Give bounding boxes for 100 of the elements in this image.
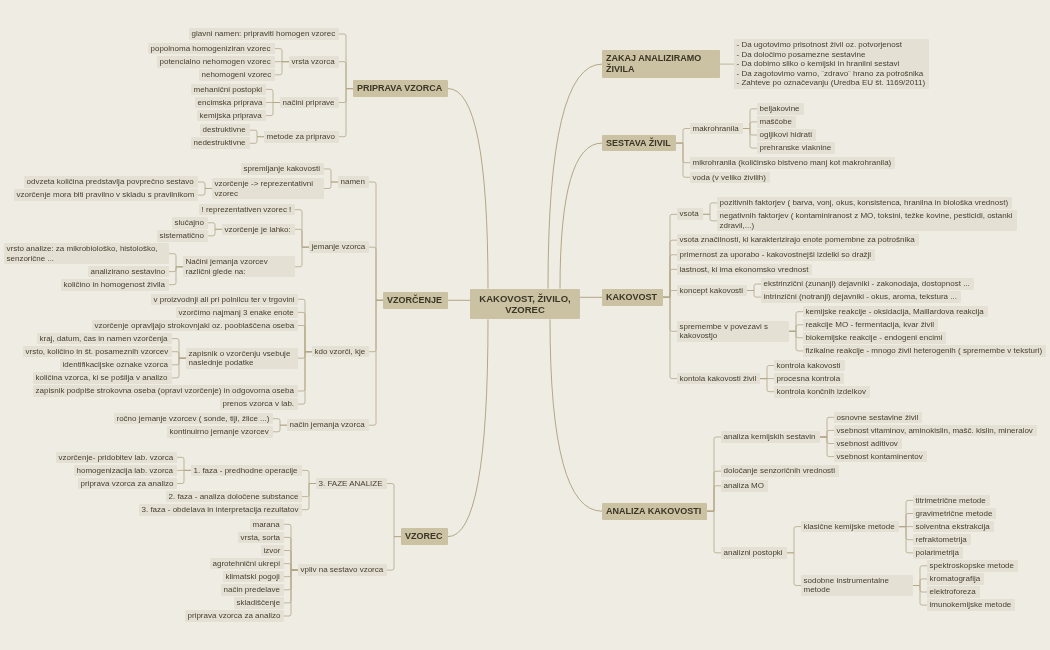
subtopic: kontrola končnih izdelkov [774,385,870,398]
connector-line [898,526,914,554]
subtopic: agrotehnični ukrepi [210,557,284,570]
subtopic: popolnoma homogeniziran vzorec [148,42,275,55]
connector-line [249,136,265,144]
note-line: - Da zagotovimo varno, ¨zdravo¨ hrano za potrošnika [736,68,925,79]
subtopic: polarimetrija [913,546,963,559]
subtopic: marana [250,518,284,531]
main-topic: VZORČENJE [383,291,448,309]
subtopic: kemijska priprava [197,109,266,122]
subtopic: ogljikovi hidrati [757,129,816,141]
main-topic: ZAKAJ ANALIZIRAMO ŽIVILA [602,50,720,78]
note-line: - Zahteve po označevanju (Uredba EU št. 1169/2011) [736,78,927,89]
subtopic: fizikalne reakcije - mnogo živil heterogenih ( spremembe v teksturi) [803,345,1046,357]
subtopic: mikrohranila (količinsko bistveno manj kot makrohranila) [690,156,895,169]
branch-curve [447,299,471,301]
subtopic: določanje senzoričnih vrednosti [721,465,839,477]
subtopic: 3. faza - obdelava in interpretacija rezultatov [139,503,302,516]
subtopic: vzorčenje- pridobitev lab. vzorca [56,451,177,464]
note-line: - Da ugotovimo prisotnost živil oz. potvorjenost [736,40,903,50]
connector-line [338,88,354,138]
connector-line [786,552,802,586]
subtopic: biokemijske reakcije - endogeni encimi [803,332,946,344]
subtopic: zapisnik podpiše strokovna oseba (opravi vzorčenje) in odgovorna oseba [33,385,298,397]
subtopic: primernost za uporabo - kakovostnejši izdelki so dražji [677,249,875,261]
subtopic: način predelave [221,584,284,596]
subtopic: 2. faza - analiza določene substance [166,490,302,503]
subtopic: prehranske vlaknine [757,142,835,154]
subtopic: intrinzični (notranji) dejavniki - okus, aroma, tekstura ... [761,291,961,303]
subtopic: vsota [677,208,703,221]
subtopic: kemijske reakcije - oksidacija, Maillardova reakcija [803,305,988,318]
connector-line [297,351,313,405]
main-topic: ANALIZA KAKOVOSTI [602,502,707,520]
subtopic: vzorčimo najmanj 3 enake enote [176,306,298,319]
subtopic: Načini jemanja vzorcev različni glede na: [183,256,295,278]
subtopic: refraktometrija [913,533,971,546]
subtopic: spremembe v povezavi s kakovostjo [677,320,789,342]
subtopic: vpliv na sestavo vzorca [298,564,387,576]
connector-line [274,61,290,76]
subtopic: reakcije MO - fermentacija, kvar živil [803,318,938,331]
subtopic: odvzeta količina predstavlja povprečno sestavo [24,176,198,188]
subtopic: sistematično [157,230,208,242]
subtopic: titrimetrične metode [913,494,990,507]
branch-curve [579,296,603,298]
connector-line [168,266,184,286]
subtopic: priprava vzorca za analizo [78,477,177,490]
subtopic: vsebnost kontaminentov [834,450,927,463]
subtopic: koncept kakovosti [677,284,747,297]
subtopic: negativnih faktorjev ( kontaminiranost z MO, toksini, težke kovine, pesticidi, ostanki zdravil,...) [717,210,1017,232]
subtopic: klimatski pogoji [223,570,284,583]
main-topic: VZOREC [401,528,448,546]
subtopic: vrsta vzorca [289,55,339,68]
subtopic: prenos vzorca v lab. [220,398,298,410]
subtopic: vrsta, sorta [238,531,284,544]
connector-line [294,246,310,268]
subtopic: analiza MO [721,480,768,492]
subtopic: glavni namen: pripraviti homogen vzorec [189,28,339,40]
connector-line [368,299,384,426]
subtopic: sodobne instrumentalne metode [801,574,913,597]
subtopic: potencialno nehomogen vzorec [157,55,275,68]
subtopic: nedestruktivne [191,137,250,150]
subtopic: kdo vzorči, kje [312,345,369,358]
connector-line [706,510,722,554]
subtopic: skladiščenje [234,597,284,609]
subtopic: spremljanje kakovosti [241,163,324,175]
subtopic: namen [338,176,369,188]
main-topic: KAKOVOST [602,288,663,306]
subtopic: homogenizacija lab. vzorca [74,464,177,477]
subtopic: ekstrinzični (zunanji) dejavniki - zakonodaja, dostopnost ... [761,278,974,290]
subtopic: vzorčenje mora biti pravilno v skladu s pravilnikom [14,189,198,201]
subtopic: količino in homogenost živila [61,278,169,291]
connector-line [386,536,402,571]
connector-line [176,470,192,484]
subtopic: 3. FAZE ANALIZE [316,477,387,490]
subtopic: vsota značilnosti, ki karakterizirajo enote pomembne za potrošnika [677,234,919,246]
subtopic: vrsto analize: za mikrobiološko, histološko, senzorične ... [4,243,169,265]
connector-line [746,290,762,298]
branch-curve [447,318,489,538]
branch-curve [549,318,603,512]
subtopic: beljakovine [757,103,804,115]
subtopic: vsebnost aditivov [834,437,902,450]
connector-line [719,63,735,65]
connector-line [675,142,691,178]
connector-line [702,213,718,222]
subtopic: kontola kakovosti živil [677,372,760,385]
subtopic: solventna ekstrakcija [913,520,994,533]
subtopic: vrsto, količino in št. posameznih vzorcev [23,345,172,358]
connector-line [207,228,223,237]
connector-line [662,296,678,379]
subtopic: mehanični postopki [191,83,266,96]
main-topic: SESTAVA ŽIVIL [602,134,676,152]
connector-line [301,483,317,511]
subtopic: maščobe [757,116,796,128]
subtopic: priprava vzorca za analizo [185,610,284,622]
branch-curve [559,142,603,290]
subtopic: vzorčenje je lahko: [222,223,295,236]
note-card [734,39,929,90]
connector-line [171,357,187,379]
subtopic: makrohranila [690,122,743,135]
subtopic: kromatografija [927,573,984,585]
